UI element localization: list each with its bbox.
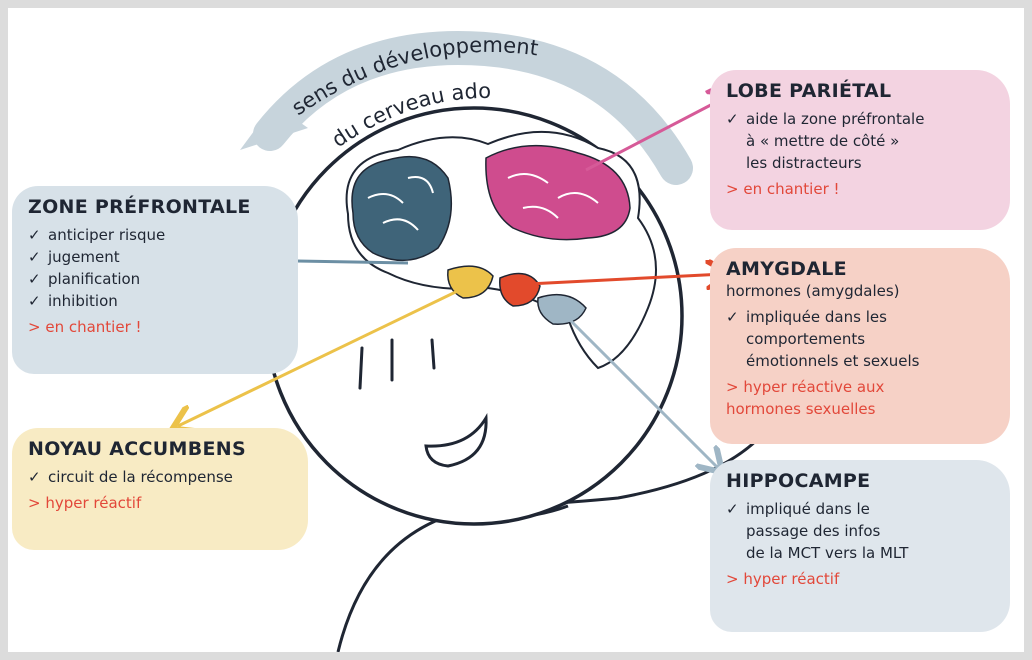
parietal-note: > en chantier ! — [726, 178, 994, 200]
accumbens-title: NOYAU ACCUMBENS — [28, 438, 292, 460]
prefrontal-title: ZONE PRÉFRONTALE — [28, 196, 282, 218]
prefrontal-note: > en chantier ! — [28, 316, 282, 338]
check-icon: ✓ — [28, 466, 48, 488]
diagram-canvas: sens du développement du cerveau ado — [8, 8, 1024, 652]
parietal-box: LOBE PARIÉTAL ✓aide la zone préfrontale … — [710, 70, 1010, 230]
accumbens-item: ✓circuit de la récompense — [28, 466, 292, 488]
prefrontal-lobe — [352, 157, 451, 261]
prefrontal-item: ✓planification — [28, 268, 282, 290]
amygdala-box: AMYGDALE hormones (amygdales) ✓impliquée… — [710, 248, 1010, 444]
hippocampus-box: HIPPOCAMPE ✓impliqué dans le passage des… — [710, 460, 1010, 632]
check-icon: ✓ — [28, 224, 48, 246]
prefrontal-item: ✓anticiper risque — [28, 224, 282, 246]
parietal-item: ✓aide la zone préfrontale à « mettre de … — [726, 108, 994, 174]
parietal-title: LOBE PARIÉTAL — [726, 80, 994, 102]
accumbens-box: NOYAU ACCUMBENS ✓circuit de la récompens… — [12, 428, 308, 550]
face-line-3 — [432, 340, 434, 368]
amygdala-item: ✓impliquée dans les comportements émotio… — [726, 306, 994, 372]
prefrontal-item: ✓inhibition — [28, 290, 282, 312]
face-line-1 — [360, 348, 362, 388]
hippocampus-item: ✓impliqué dans le passage des infos de l… — [726, 498, 994, 564]
amygdala-title: AMYGDALE — [726, 258, 994, 280]
accumbens-note: > hyper réactif — [28, 492, 292, 514]
hippocampus-note: > hyper réactif — [726, 568, 994, 590]
check-icon: ✓ — [726, 306, 746, 328]
check-icon: ✓ — [28, 246, 48, 268]
check-icon: ✓ — [726, 108, 746, 130]
check-icon: ✓ — [28, 268, 48, 290]
amygdala-note: > hyper réactive aux hormones sexuelles — [726, 376, 994, 420]
check-icon: ✓ — [726, 498, 746, 520]
amygdala-subtitle: hormones (amygdales) — [726, 282, 994, 300]
hippocampus-title: HIPPOCAMPE — [726, 470, 994, 492]
prefrontal-box: ZONE PRÉFRONTALE ✓anticiper risque ✓juge… — [12, 186, 298, 374]
prefrontal-item: ✓jugement — [28, 246, 282, 268]
check-icon: ✓ — [28, 290, 48, 312]
